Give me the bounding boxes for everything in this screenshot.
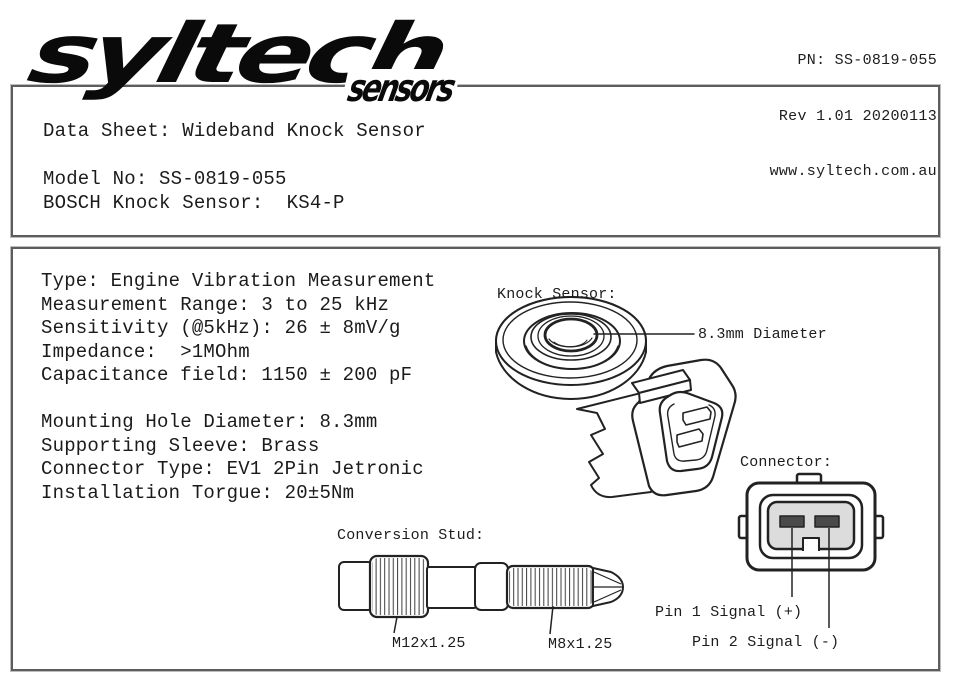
title-box-frame [10,84,941,238]
spec-sleeve: Supporting Sleeve: Brass [41,434,320,457]
spec-capacitance: Capacitance field: 1150 ± 200 pF [41,364,413,386]
conversion-stud-label: Conversion Stud: [337,527,485,544]
connector-diagram-label: Connector: [740,454,833,471]
conversion-stud-drawing [338,554,624,635]
knock-sensor-drawing [495,296,737,499]
spec-sensitivity: Sensitivity (@5kHz): 26 ± 8mV/g [41,317,401,339]
datasheet-title: Data Sheet: Wideband Knock Sensor [43,120,426,142]
revision: Rev 1.01 20200113 [778,107,937,125]
spec-connector-type: Connector Type: EV1 2Pin Jetronic [41,458,424,480]
m8-leader-line [549,605,554,635]
spec-hole-diameter: Mounting Hole Diameter: 8.3mm [41,411,378,433]
m12-leader-line [393,616,398,634]
connector-pin1 [779,515,805,528]
bosch-sensor-line: BOSCH Knock Sensor: KS4-P [43,192,345,214]
spec-type: Type: Engine Vibration Measurement [41,270,436,292]
pin2-label: Pin 2 Signal (-) [692,634,840,651]
syltech-logo-sub: sensors [340,66,461,110]
m12-thread-label: M12x1.25 [392,635,466,652]
part-number: PN: SS-0819-055 [797,52,937,69]
model-number-line: Model No: SS-0819-055 [43,168,287,190]
spec-torque: Installation Torgue: 20±5Nm [41,481,355,504]
spec-box-frame [10,246,941,672]
website-url: www.syltech.com.au [769,163,937,180]
connector-drawing [737,472,885,628]
spec-range: Measurement Range: 3 to 25 kHz [41,293,390,316]
spec-group-electrical: Type: Engine Vibration Measurement Measu… [41,270,435,388]
m8-thread-label: M8x1.25 [548,636,613,653]
pin1-label: Pin 1 Signal (+) [655,604,803,621]
diameter-callout-label: 8.3mm Diameter [698,326,827,343]
header-meta: PN: SS-0819-055 Rev 1.01 20200113 www.sy… [770,15,937,219]
connector-pin2 [814,515,840,528]
knock-sensor-diagram-label: Knock Sensor: [497,286,617,303]
spec-group-mechanical: Mounting Hole Diameter: 8.3mm Supporting… [41,411,424,505]
spec-impedance: Impedance: >1MOhm [41,340,250,363]
